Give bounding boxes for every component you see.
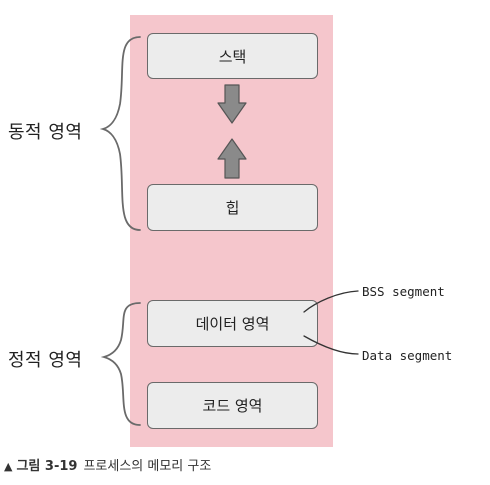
data-area-block: 데이터 영역 bbox=[147, 300, 318, 347]
data-area-label: 데이터 영역 bbox=[195, 315, 270, 333]
heap-block: 힙 bbox=[147, 184, 318, 231]
dynamic-region-brace bbox=[99, 36, 141, 231]
figure-caption: ▲그림 3-19 프로세스의 메모리 구조 bbox=[4, 455, 211, 474]
data-segment-label: Data segment bbox=[362, 348, 453, 363]
dynamic-region-label: 동적 영역 bbox=[8, 122, 83, 143]
stack-growth-arrow-icon bbox=[217, 84, 247, 124]
caption-figure-number: 그림 3-19 bbox=[16, 459, 78, 474]
caption-text: 프로세스의 메모리 구조 bbox=[83, 459, 212, 474]
code-area-label: 코드 영역 bbox=[202, 397, 263, 415]
heap-label: 힙 bbox=[225, 199, 240, 217]
data-segment-pointer bbox=[303, 335, 359, 355]
code-area-block: 코드 영역 bbox=[147, 382, 318, 429]
stack-label: 스택 bbox=[218, 47, 247, 66]
caption-triangle-icon: ▲ bbox=[4, 460, 13, 473]
static-region-brace bbox=[100, 302, 141, 426]
stack-block: 스택 bbox=[147, 33, 318, 79]
static-region-label: 정적 영역 bbox=[8, 350, 83, 371]
bss-segment-pointer bbox=[303, 290, 359, 313]
bss-segment-label: BSS segment bbox=[362, 284, 445, 299]
heap-growth-arrow-icon bbox=[217, 138, 247, 179]
